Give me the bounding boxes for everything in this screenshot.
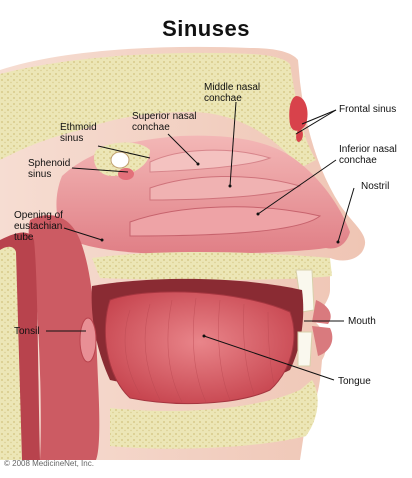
label-opening-eustachian-tube: Opening of eustachian tube [14,210,63,243]
label-superior-nasal-conchae: Superior nasal conchae [132,111,196,133]
frontal-sinus-cavity [289,96,307,131]
label-nostril: Nostril [361,181,389,192]
label-inferior-nasal-conchae: Inferior nasal conchae [339,144,397,166]
sphenoid-sinus-cavity [118,168,134,180]
label-tongue: Tongue [338,376,371,387]
label-frontal-sinus: Frontal sinus [339,104,396,115]
ethmoid-sinus-cavity [111,152,129,168]
label-middle-nasal-conchae: Middle nasal conchae [204,82,260,104]
tongue-shape [105,292,294,404]
diagram-title: Sinuses [0,16,412,42]
tonsil-shape [80,318,96,362]
copyright-notice: © 2008 MedicineNet, Inc. [4,459,94,468]
label-sphenoid-sinus: Sphenoid sinus [28,158,70,180]
lower-teeth [298,332,312,366]
hard-palate [92,252,332,280]
label-ethmoid-sinus: Ethmoid sinus [60,122,97,144]
label-mouth: Mouth [348,316,376,327]
label-tonsil: Tonsil [14,326,40,337]
